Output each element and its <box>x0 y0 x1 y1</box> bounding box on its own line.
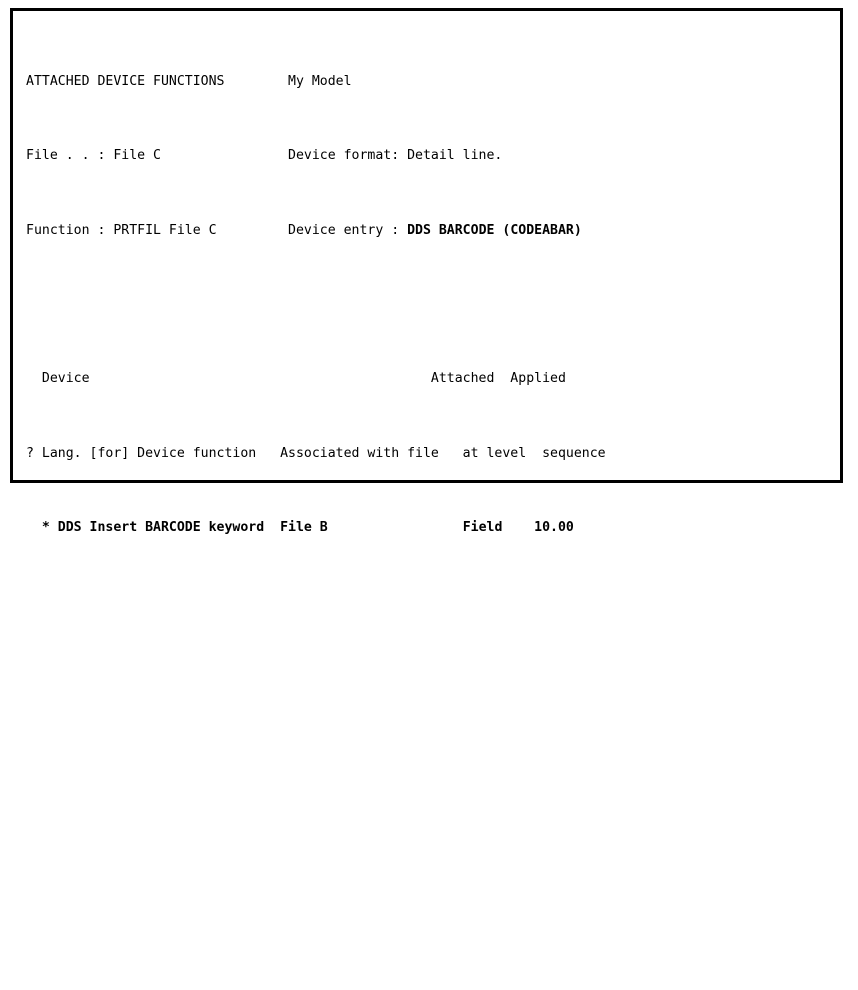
spacer-row-7 <box>26 872 838 891</box>
row-gap <box>328 520 463 535</box>
screen-title-row: ATTACHED DEVICE FUNCTIONS My Model <box>26 73 838 92</box>
row-attached-at-level: Field <box>462 520 503 536</box>
file-info-line: File . . : File C Device format: Detail … <box>26 148 503 164</box>
file-info-row: File . . : File C Device format: Detail … <box>26 147 838 166</box>
spacer-row-2 <box>26 593 838 612</box>
spacer-row-5 <box>26 761 838 780</box>
device-entry-value: DDS BARCODE (CODEABAR) <box>407 222 582 238</box>
spacer-row-1 <box>26 296 838 315</box>
column-header-line-1: Device Attached Applied <box>26 371 566 387</box>
column-header-row-2: ? Lang. [for] Device function Associated… <box>26 445 838 464</box>
row-applied-sequence: 10.00 <box>502 520 574 536</box>
spacer-row-8 <box>26 928 838 947</box>
row-associated-file: File B <box>280 520 328 536</box>
table-row[interactable]: * DDS Insert BARCODE keyword File B Fiel… <box>26 519 838 538</box>
spacer-row-3 <box>26 649 838 668</box>
spacer-row-4 <box>26 705 838 724</box>
row-select-and-function: * DDS Insert BARCODE keyword <box>26 520 281 536</box>
spacer-row-6 <box>26 817 838 836</box>
function-info-line: Function : PRTFIL File C Device entry : <box>26 222 408 238</box>
spacer-row-9 <box>26 984 838 990</box>
column-header-row-1: Device Attached Applied <box>26 370 838 389</box>
terminal-screen: ATTACHED DEVICE FUNCTIONS My Model File … <box>26 17 838 535</box>
terminal-frame: ATTACHED DEVICE FUNCTIONS My Model File … <box>10 8 843 535</box>
function-info-row: Function : PRTFIL File C Device entry : … <box>26 222 838 241</box>
column-header-line-2: ? Lang. [for] Device function Associated… <box>26 445 606 461</box>
page-title: ATTACHED DEVICE FUNCTIONS My Model <box>26 73 352 89</box>
